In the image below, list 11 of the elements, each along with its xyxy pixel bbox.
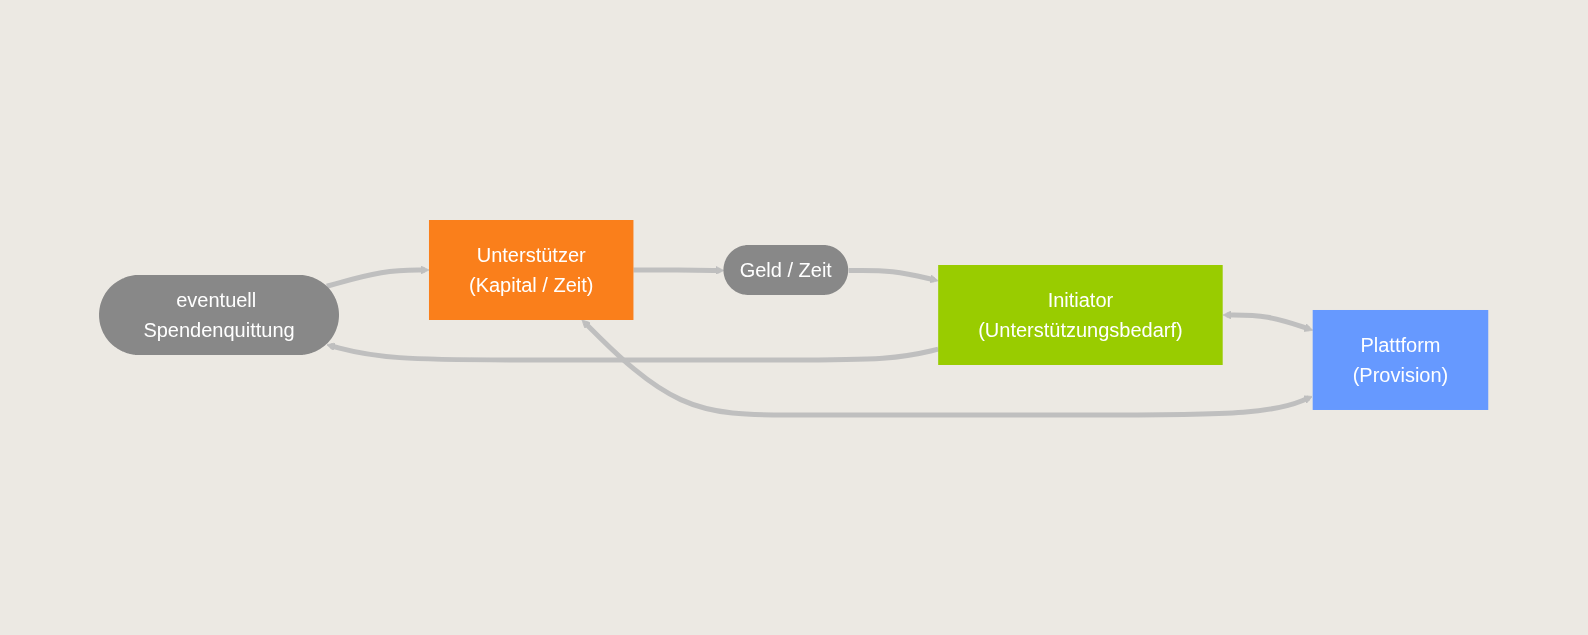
node-box: Plattform (Provision)	[1313, 310, 1489, 410]
node-box: eventuell Spendenquittung	[99, 275, 340, 355]
node-box: Initiator (Unterstützungsbedarf)	[938, 265, 1224, 365]
arrow	[326, 265, 430, 289]
arrow	[581, 319, 1314, 418]
arrow	[1223, 310, 1314, 332]
arrow	[633, 266, 725, 275]
arrow	[326, 342, 940, 363]
arrow	[849, 267, 939, 284]
node-box: Unterstützer (Kapital / Zeit)	[429, 220, 634, 320]
node-box: Geld / Zeit	[723, 245, 849, 295]
